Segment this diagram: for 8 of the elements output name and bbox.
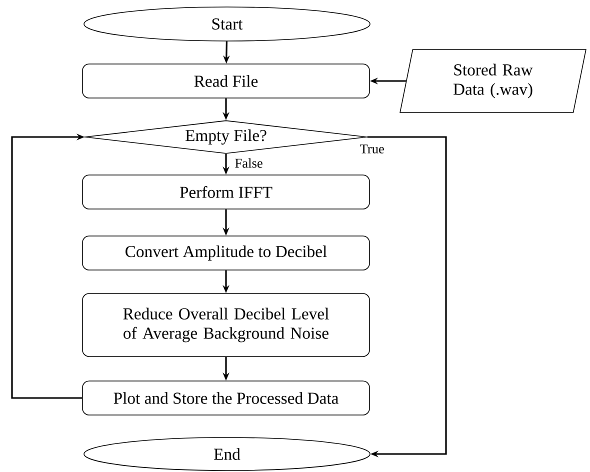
process-box: Plot and Store the Processed Data	[82, 380, 370, 416]
edge-label: False	[233, 156, 264, 170]
process-box: Reduce Overall Decibel Level of Average Background Noise	[82, 293, 370, 357]
arrow	[367, 136, 447, 458]
process-box: Convert Amplitude to Decibel	[82, 236, 370, 270]
process-box: Read File	[82, 64, 370, 98]
data-parallelogram: Stored Raw Data (.wav)	[400, 49, 586, 113]
process-box: Perform IFFT	[82, 174, 370, 210]
